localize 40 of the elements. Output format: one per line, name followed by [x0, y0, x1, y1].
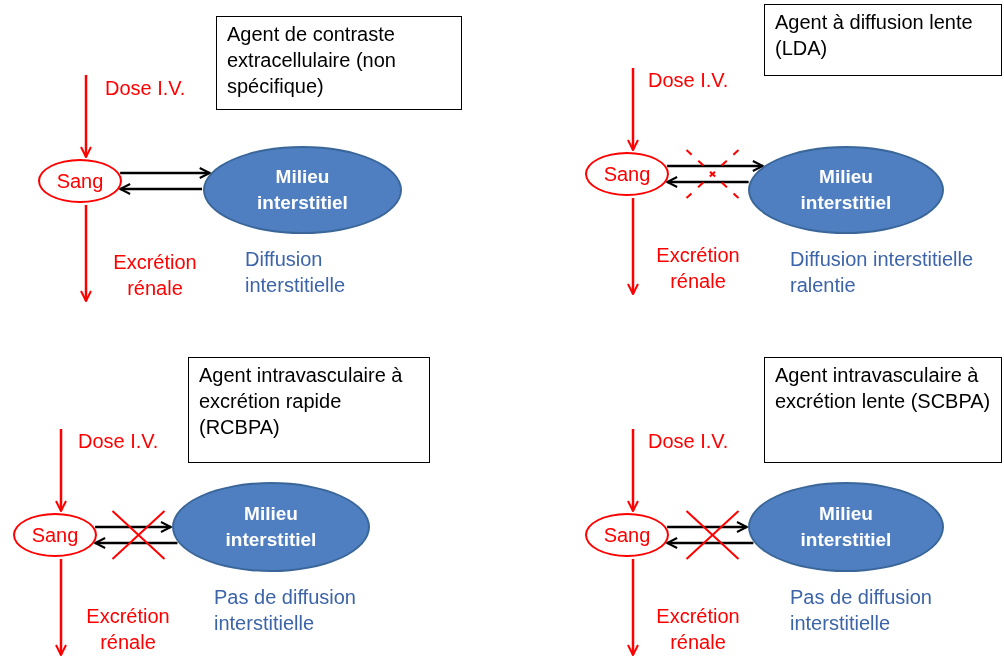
- edge-label: Dose I.V.: [648, 429, 729, 454]
- edge-label: Dose I.V.: [648, 68, 729, 93]
- text-box: Agent intravasculaire à excrétion lente (SCBPA): [764, 357, 1002, 463]
- ellipse-label: Milieu interstitiel: [799, 502, 893, 552]
- arrow: [120, 167, 211, 179]
- description-text: Pas de diffusion interstitielle: [214, 585, 357, 636]
- ellipse-label: Milieu interstitiel: [799, 165, 893, 215]
- arrow: [666, 176, 749, 188]
- arrow: [119, 183, 203, 195]
- edge-label: Excrétion rénale: [655, 243, 741, 294]
- arrow: [666, 537, 754, 549]
- arrow: [95, 521, 172, 533]
- arrow: [80, 75, 92, 158]
- edge-label: Dose I.V.: [78, 429, 159, 454]
- arrow: [55, 429, 67, 512]
- blood-ellipse: Sang: [38, 159, 122, 203]
- edge-label: Excrétion rénale: [85, 604, 171, 655]
- description-text: Pas de diffusion interstitielle: [790, 585, 933, 636]
- ellipse-label: Milieu interstitiel: [256, 165, 349, 215]
- blood-ellipse: Sang: [585, 513, 669, 557]
- arrow: [667, 521, 748, 533]
- arrow: [627, 429, 639, 512]
- blood-ellipse: Sang: [13, 513, 97, 557]
- arrow: [667, 160, 764, 172]
- edge-label: Dose I.V.: [105, 76, 186, 101]
- edge-label: Excrétion rénale: [112, 250, 198, 301]
- description-text: Diffusion interstitielle: [245, 247, 347, 298]
- arrow: [80, 205, 92, 302]
- description-text: Diffusion interstitielle ralentie: [790, 247, 975, 298]
- text-box: Agent intravasculaire à excrétion rapide (RCBPA): [188, 357, 430, 463]
- arrow: [55, 559, 67, 656]
- arrow: [627, 559, 639, 656]
- text-box: Agent de contraste extracellulaire (non spécifique): [216, 16, 462, 110]
- arrow: [94, 537, 178, 549]
- arrow: [627, 198, 639, 295]
- arrow: [627, 68, 639, 151]
- text-box: Agent à diffusion lente (LDA): [764, 4, 1002, 76]
- edge-label: Excrétion rénale: [655, 604, 741, 655]
- ellipse-label: Milieu interstitiel: [224, 502, 318, 552]
- blood-ellipse: Sang: [585, 152, 669, 196]
